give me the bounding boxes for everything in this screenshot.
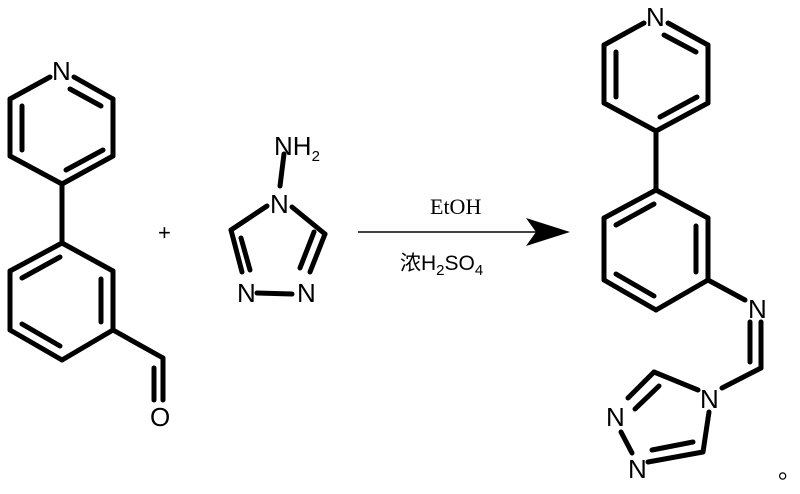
atom-n: N — [52, 56, 71, 86]
product-imine: N N — [601, 2, 767, 484]
plus-sign: + — [158, 220, 171, 245]
condition-solvent: EtOH — [430, 194, 481, 219]
reactant-aldehyde: N O — [7, 56, 170, 432]
atom-n: N — [646, 2, 665, 32]
terminal-mark: 。 — [778, 456, 800, 484]
atom-n1: N — [237, 278, 256, 308]
atom-n4: N — [270, 189, 289, 219]
product-benzene-ring — [601, 187, 711, 313]
atom-n-imine: N — [748, 294, 767, 324]
atom-n2: N — [628, 454, 647, 484]
aldehyde-group: O — [110, 327, 170, 432]
atom-n4: N — [700, 384, 719, 414]
atom-n1: N — [606, 402, 625, 432]
atom-o: O — [150, 402, 170, 432]
atom-n2: N — [297, 278, 316, 308]
product-pyridine-ring: N — [601, 2, 711, 134]
imine-linker: N — [705, 277, 767, 391]
condition-catalyst: 浓H2SO4 — [400, 252, 483, 279]
atom-nh2: NH2 — [274, 131, 320, 165]
benzene-ring — [7, 240, 116, 363]
product-triazole-ring: N N N — [606, 369, 719, 484]
reactant-aminotriazole: NH2 N N N — [228, 131, 328, 308]
reaction-arrow: EtOH 浓H2SO4 — [358, 194, 570, 279]
pyridine-ring: N — [7, 56, 116, 187]
